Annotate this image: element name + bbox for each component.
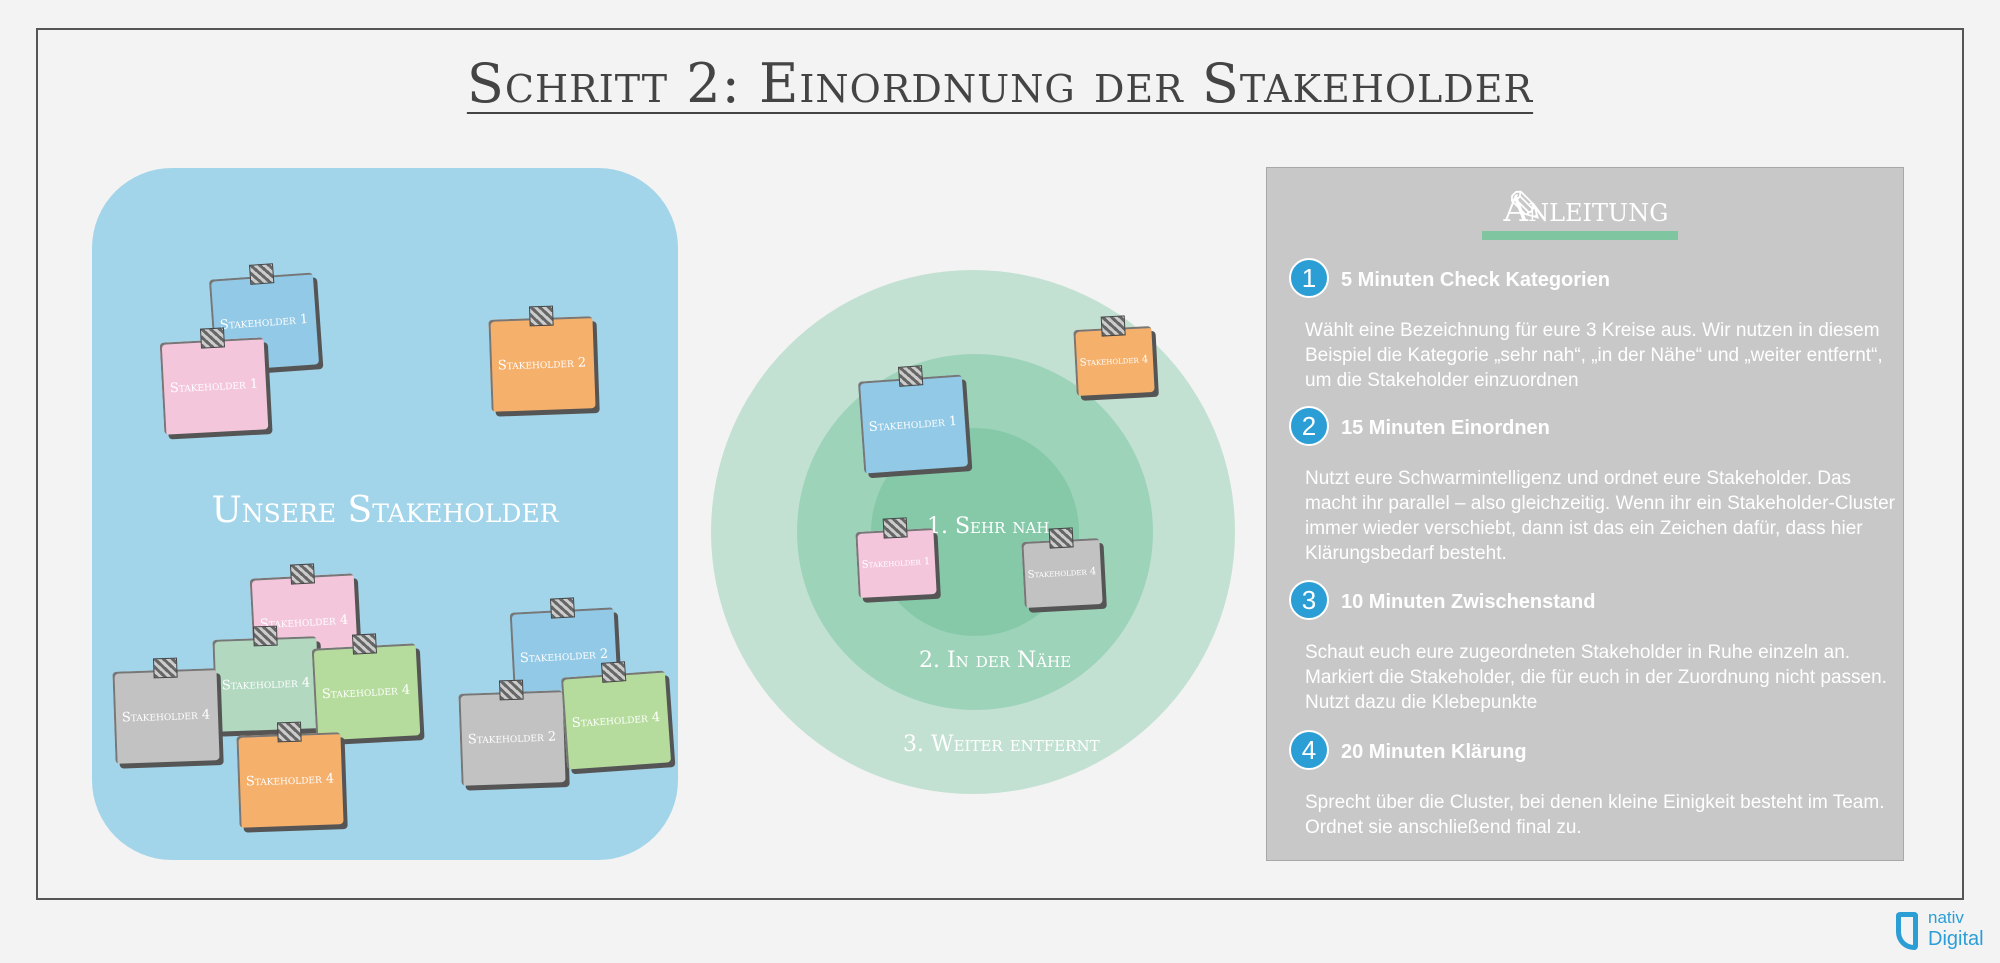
logo-mark	[1896, 912, 1918, 950]
instructions-heading: Anleitung	[1503, 190, 1669, 230]
logo-text-bottom: Digital	[1928, 928, 1984, 950]
page-title: Schritt 2: Einordnung der Stakeholder	[466, 52, 1534, 115]
outer-ring-label: 3. Weiter entfernt	[903, 732, 1100, 757]
sticky-note[interactable]: Stakeholder 4	[112, 668, 220, 764]
middle-ring-label: 2. In der Nähe	[919, 648, 1072, 673]
sticky-note[interactable]: Stakeholder 2	[458, 690, 566, 786]
sticky-note[interactable]: Stakeholder 1	[857, 374, 969, 474]
step-title: 15 Minuten Einordnen	[1341, 417, 1550, 439]
instructions-panel: ✎ Anleitung 1 5 Minuten Check Kategorien…	[1266, 167, 1904, 861]
step-text: Wählt eine Bezeichnung für eure 3 Kreise…	[1305, 320, 1883, 391]
step-number: 3	[1289, 580, 1329, 620]
sticky-note[interactable]: Stakeholder 4	[236, 732, 344, 828]
step-text: Schaut euch eure zugeordneten Stakeholde…	[1305, 642, 1887, 713]
sticky-note[interactable]: Stakeholder 1	[159, 337, 269, 435]
heading-highlight	[1482, 231, 1678, 240]
step-text: Sprecht über die Cluster, bei denen klei…	[1305, 792, 1885, 838]
step-title: 20 Minuten Klärung	[1341, 741, 1527, 763]
pool-label: Unsere Stakeholder	[211, 490, 559, 531]
sticky-note[interactable]: Stakeholder 4	[1073, 326, 1155, 396]
step-title: 10 Minuten Zwischenstand	[1341, 591, 1596, 613]
board-frame	[36, 28, 1964, 900]
step-number: 1	[1289, 258, 1329, 298]
sticky-note[interactable]: Stakeholder 4	[1021, 538, 1103, 608]
pencil-icon: ✎	[1507, 183, 1544, 232]
logo-text-top: nativ	[1928, 908, 1964, 927]
sticky-note[interactable]: Stakeholder 4	[560, 670, 672, 770]
step-number: 4	[1289, 730, 1329, 770]
step-title: 5 Minuten Check Kategorien	[1341, 269, 1610, 291]
stakeholder-pool-panel: Stakeholder 1 Stakeholder 1 Stakeholder …	[92, 168, 678, 860]
sticky-note[interactable]: Stakeholder 1	[855, 528, 937, 598]
step-number: 2	[1289, 406, 1329, 446]
inner-ring-label: 1. Sehr nah	[927, 514, 1050, 539]
sticky-note[interactable]: Stakeholder 2	[488, 316, 596, 412]
sticky-note[interactable]: Stakeholder 4	[212, 636, 320, 732]
step-text: Nutzt eure Schwarmintelligenz und ordnet…	[1305, 468, 1895, 564]
sticky-note[interactable]: Stakeholder 4	[311, 643, 421, 741]
brand-logo: nativ Digital	[1896, 908, 1992, 956]
